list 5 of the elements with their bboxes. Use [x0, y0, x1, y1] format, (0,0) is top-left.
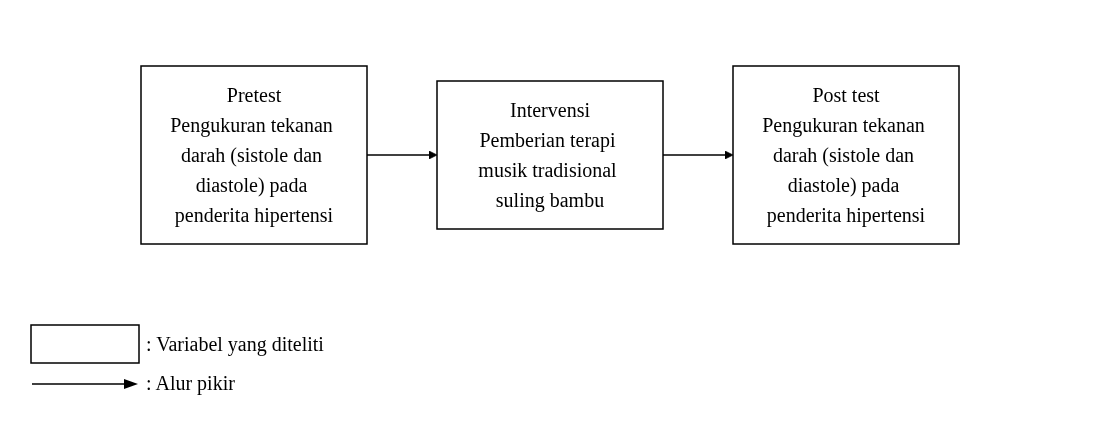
node-box: Post test Pengukuran tekanan darah (sistole dan diastole) pada penderita hipertensi [732, 65, 960, 245]
node-box: Pretest Pengukuran tekanan darah (sistole dan diastole) pada penderita hipertensi [140, 65, 368, 245]
legend-text: : Variabel yang diteliti [146, 332, 324, 356]
legend-text: : Alur pikir [146, 372, 235, 395]
node-box: Intervensi Pemberian terapi musik tradisional suling bambu [436, 80, 664, 230]
